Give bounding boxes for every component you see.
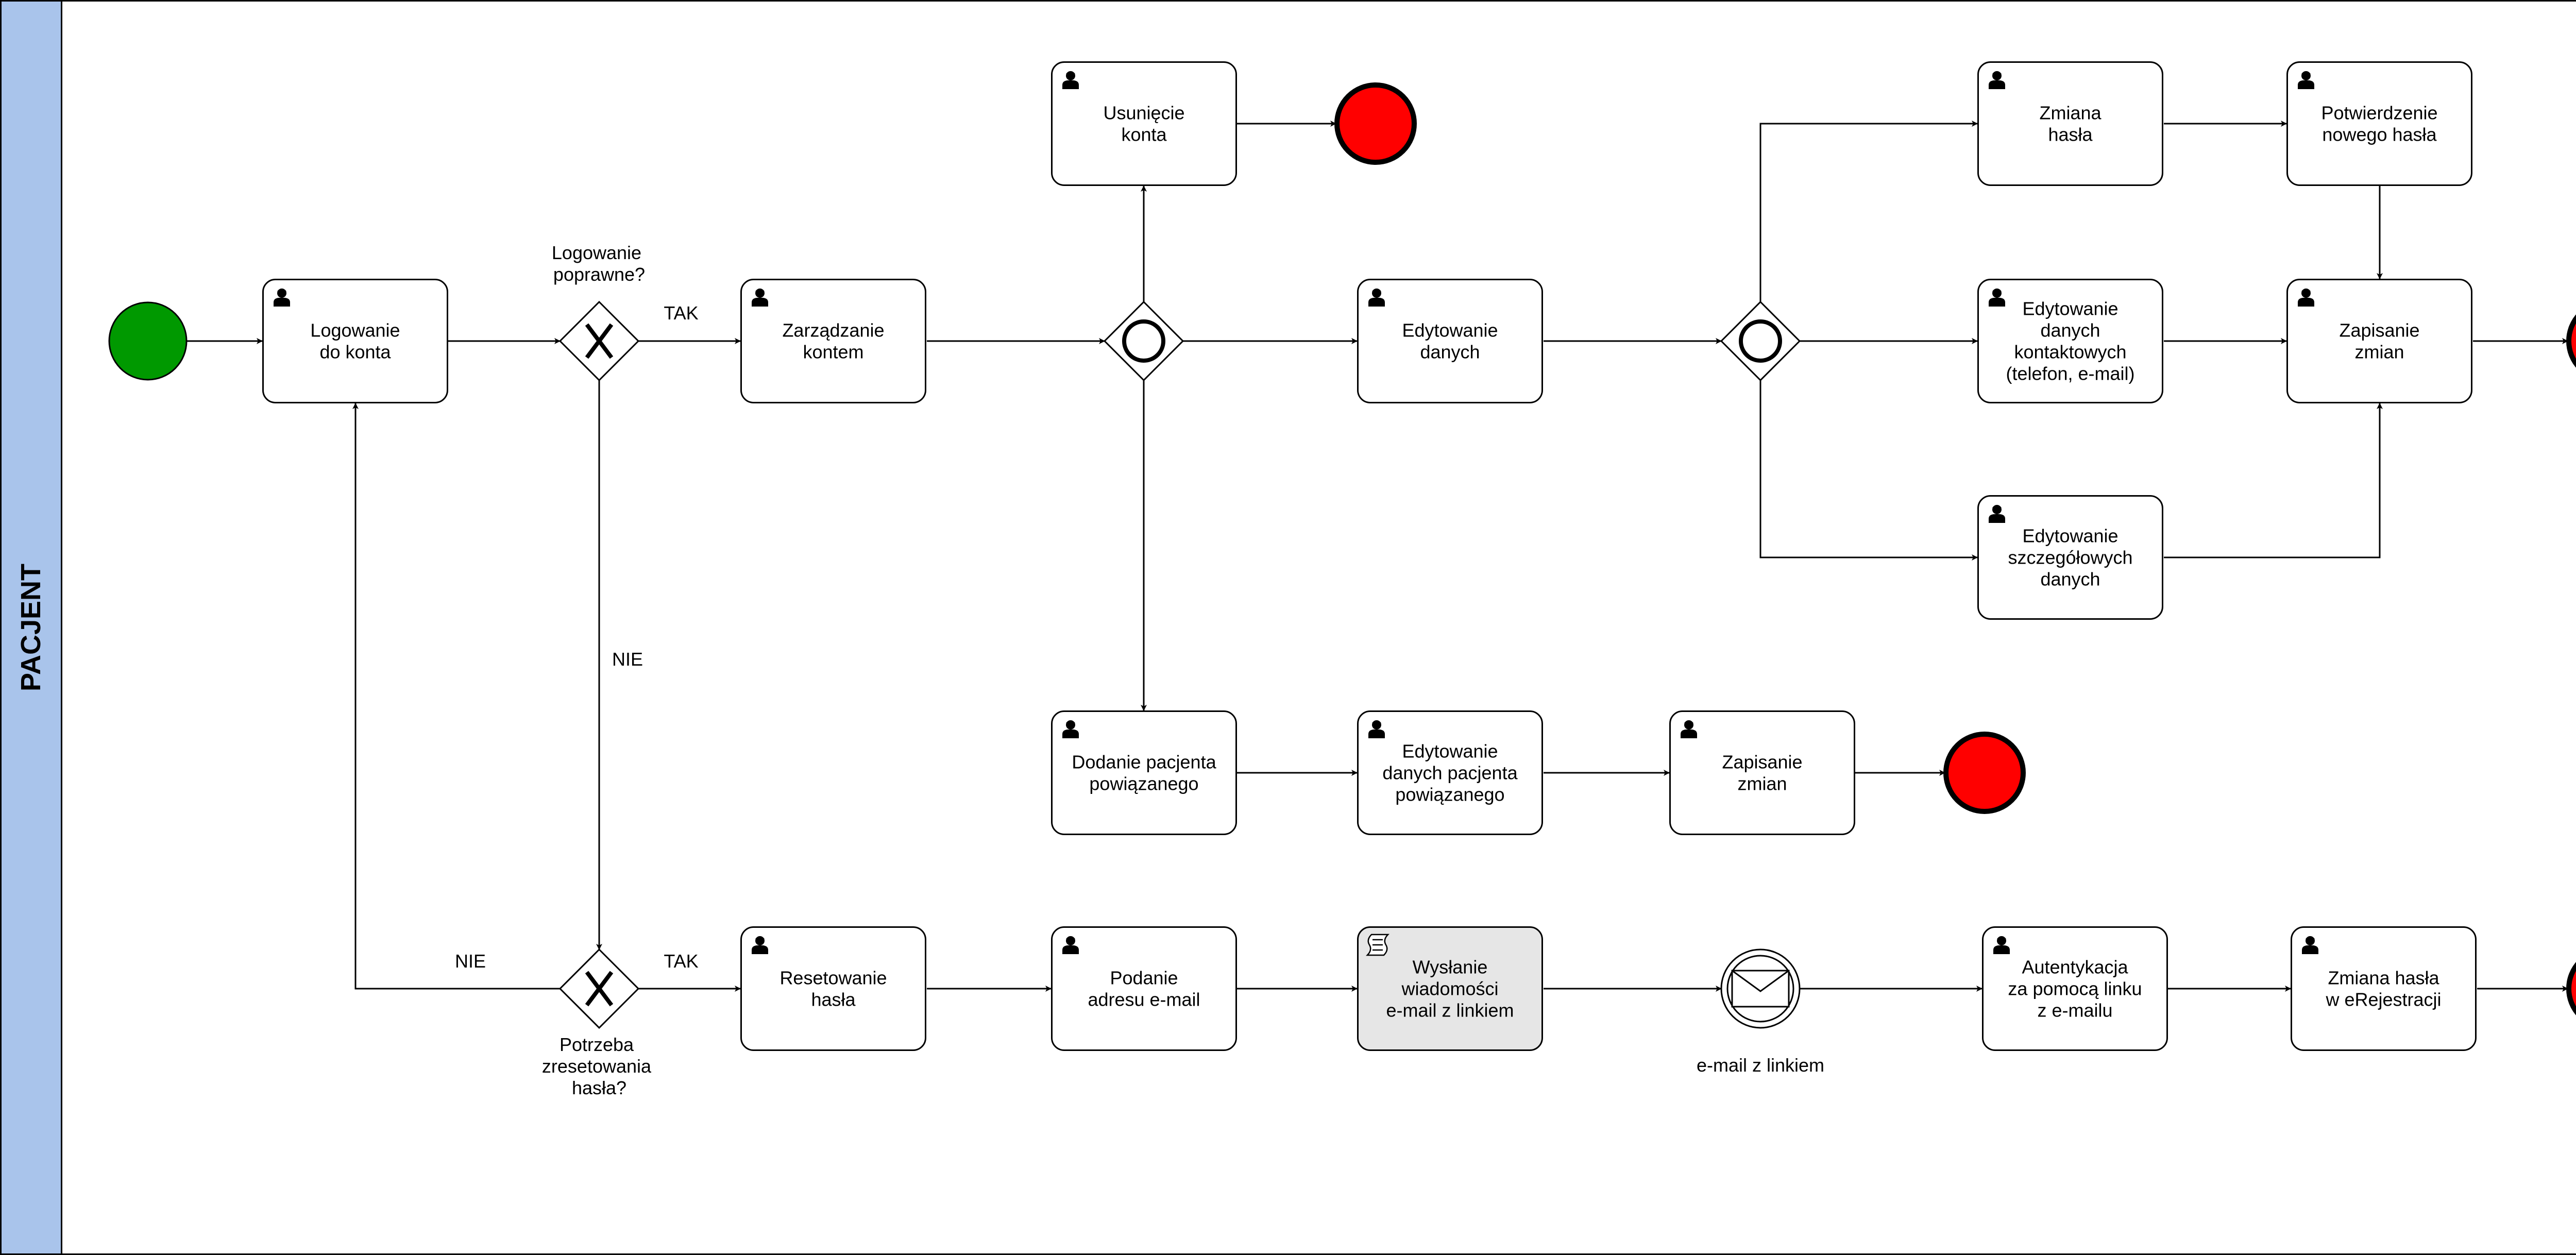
task-label-line: Wysłanie: [1413, 957, 1488, 978]
exclusive-x-icon: [585, 323, 614, 359]
task-label-line: hasła: [2048, 124, 2093, 145]
end-event-delete[interactable]: [1334, 82, 1417, 165]
task-label-line: zmian: [2354, 342, 2404, 363]
inclusive-gateway-manage[interactable]: [1103, 300, 1184, 382]
task-label-line: danych: [2040, 320, 2100, 341]
task-label-line: e-mail z linkiem: [1386, 1000, 1514, 1021]
task-label-line: z e-mailu: [2037, 1000, 2112, 1021]
reset-check-question: Potrzeba zresetowania hasła?: [542, 1034, 656, 1098]
task-label-line: szczegółowych: [2008, 547, 2132, 568]
task-label-line: Zmiana: [2039, 103, 2102, 124]
task-label-line: do konta: [319, 342, 391, 363]
end-event-related[interactable]: [1943, 732, 2026, 814]
login-check-gateway[interactable]: [558, 300, 640, 382]
login-check-yes-label: TAK: [664, 302, 698, 324]
message-event-label: e-mail z linkiem: [1697, 1055, 1824, 1076]
task-label-line: hasła: [811, 989, 856, 1010]
task-label-line: Edytowanie: [2022, 525, 2118, 547]
flow-detailed-save: [2164, 403, 2383, 558]
reset-check-yes-label: TAK: [664, 951, 698, 972]
end-event-reset[interactable]: [2566, 950, 2576, 1027]
task-label-line: Logowanie: [310, 320, 400, 341]
task-label-line: Edytowanie: [1402, 320, 1498, 341]
end-event-save[interactable]: [2566, 302, 2576, 380]
reset-check-gateway[interactable]: [558, 948, 640, 1029]
message-catch-event[interactable]: [1720, 948, 1801, 1029]
login-check-no-label: NIE: [612, 649, 643, 670]
task-label-line: Zarządzanie: [782, 320, 884, 341]
login-check-question: Logowanie poprawne?: [552, 242, 647, 285]
task-label-line: Zapisanie: [2339, 320, 2419, 341]
task-label-line: powiązanego: [1089, 773, 1198, 794]
task-label-line: Zapisanie: [1722, 752, 1802, 773]
task-label-line: danych: [1420, 342, 1480, 363]
lane-title: PACJENT: [15, 564, 46, 691]
task-label-line: Edytowanie: [1402, 741, 1498, 762]
task-label-line: za pomocą linku: [2008, 978, 2142, 999]
task-label-line: Dodanie pacjenta: [1072, 752, 1216, 773]
task-label-line: powiązanego: [1395, 784, 1504, 805]
inclusive-circle-icon: [1122, 319, 1165, 363]
task-label-line: kontem: [803, 342, 863, 363]
reset-check-no-label: NIE: [455, 951, 486, 972]
script-task-icon: [1365, 934, 1390, 956]
task-label-line: wiadomości: [1401, 978, 1498, 999]
task-label-line: Usunięcie: [1103, 103, 1184, 124]
sequence-flows: [187, 121, 2568, 992]
exclusive-x-icon: [585, 971, 614, 1007]
task-label-line: danych: [2040, 569, 2100, 590]
task-label-line: nowego hasła: [2322, 124, 2437, 145]
task-label-line: zmian: [1737, 773, 1787, 794]
start-event[interactable]: [108, 301, 188, 381]
task-label-line: Potwierdzenie: [2321, 103, 2437, 124]
task-label-line: adresu e-mail: [1088, 989, 1200, 1010]
task-label-line: w eRejestracji: [2325, 989, 2441, 1010]
task-label-line: Edytowanie: [2022, 298, 2118, 319]
inclusive-circle-icon: [1739, 319, 1782, 363]
flow-ogateway2-edit-detailed: [1759, 380, 1978, 561]
flow-reset-no-login: [352, 403, 560, 990]
task-label-line: kontaktowych: [2014, 342, 2126, 363]
flow-ogateway2-change-password: [1759, 121, 1978, 302]
task-label-line: Podanie: [1110, 968, 1178, 989]
task-label-line: Zmiana hasła: [2328, 968, 2439, 989]
lane-header: [0, 0, 62, 1255]
task-label-line: Resetowanie: [779, 968, 887, 989]
inclusive-gateway-edit[interactable]: [1720, 300, 1801, 382]
task-label-line: (telefon, e-mail): [2006, 363, 2134, 384]
task-label-line: Autentykacja: [2022, 957, 2128, 978]
envelope-icon: [1731, 970, 1790, 1008]
task-label-line: konta: [1121, 124, 1167, 145]
task-label-line: danych pacjenta: [1382, 762, 1518, 784]
